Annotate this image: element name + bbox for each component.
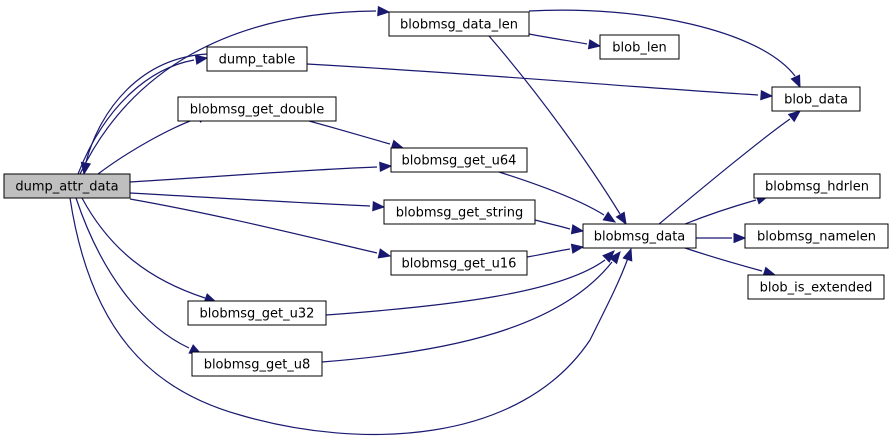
- node-blobmsg-data-len[interactable]: blobmsg_data_len: [388, 11, 530, 37]
- arrow-head: [760, 89, 774, 101]
- node-blob-is-extended[interactable]: blob_is_extended: [747, 274, 885, 300]
- arrow-head: [377, 5, 391, 17]
- edge-dump-attr-data-to-blobmsg-get-u8: [75, 197, 203, 355]
- edge-dump-attr-data-to-blobmsg-get-u16: [129, 198, 392, 259]
- edge-blobmsg-get-double-to-blobmsg-get-u64: [308, 120, 405, 150]
- node-dump-table[interactable]: dump_table: [206, 46, 308, 72]
- edge-blobmsg-data-to-blob-data: [658, 110, 802, 225]
- arrow-head: [587, 39, 602, 50]
- edge-dump-attr-data-to-blobmsg-data-len: [79, 5, 391, 175]
- node-label: blobmsg_data_len: [400, 18, 518, 33]
- node-label: blob_is_extended: [760, 281, 873, 296]
- edge-blobmsg-get-u16-to-blobmsg-data: [526, 243, 585, 258]
- node-blobmsg-hdrlen[interactable]: blobmsg_hdrlen: [753, 173, 881, 199]
- node-label: dump_attr_data: [15, 180, 118, 195]
- edge-blobmsg-data-to-blob-is-extended: [684, 247, 777, 277]
- node-label: blobmsg_data: [594, 230, 686, 245]
- node-label: blobmsg_get_u64: [402, 154, 517, 169]
- edge-dump-attr-data-to-blobmsg-get-u64: [129, 161, 393, 183]
- node-label: blobmsg_get_string: [396, 206, 523, 221]
- node-label: blobmsg_get_u32: [200, 307, 315, 322]
- edge-dump-attr-data-to-dump-table: [77, 54, 209, 175]
- edge-blobmsg-data-len-to-blob-data: [528, 9, 801, 89]
- arrow-head: [377, 248, 392, 259]
- node-blobmsg-get-u16[interactable]: blobmsg_get_u16: [390, 250, 528, 276]
- arrow-head: [790, 74, 801, 89]
- node-blob-data[interactable]: blob_data: [771, 86, 861, 112]
- node-label: blobmsg_get_u8: [204, 358, 311, 373]
- node-label: blobmsg_get_double: [190, 103, 324, 118]
- edge-dump-attr-data-to-blobmsg-get-string: [129, 192, 386, 212]
- arrow-head: [608, 250, 621, 265]
- edges-layer: [69, 5, 802, 436]
- arrow-head: [570, 243, 585, 254]
- arrow-head: [733, 232, 747, 244]
- nodes-layer: dump_attr_data blobmsg_data_len blob_len…: [3, 11, 889, 377]
- arrow-head: [787, 110, 802, 123]
- edge-blobmsg-data-to-blobmsg-hdrlen: [684, 194, 770, 225]
- node-label: blob_len: [612, 41, 666, 56]
- edge-dump-table-to-blob-data: [306, 63, 774, 101]
- node-blobmsg-data[interactable]: blobmsg_data: [582, 223, 697, 249]
- node-blobmsg-get-u8[interactable]: blobmsg_get_u8: [191, 351, 323, 377]
- arrow-head: [194, 54, 209, 65]
- edge-blobmsg-data-len-to-blob-len: [528, 33, 602, 50]
- arrow-head: [615, 211, 627, 226]
- node-blobmsg-get-u64[interactable]: blobmsg_get_u64: [390, 147, 528, 173]
- edge-blobmsg-get-u8-to-blobmsg-data: [321, 250, 621, 363]
- node-blobmsg-get-double[interactable]: blobmsg_get_double: [177, 96, 337, 122]
- arrow-head: [372, 200, 386, 212]
- edge-blobmsg-get-string-to-blobmsg-data: [534, 219, 585, 235]
- edge-dump-attr-data-to-blobmsg-data: [69, 197, 633, 436]
- node-blobmsg-get-string[interactable]: blobmsg_get_string: [383, 199, 536, 225]
- arrow-head: [570, 224, 585, 235]
- node-label: dump_table: [219, 53, 296, 68]
- edge-dump-attr-data-to-blobmsg-get-double: [97, 112, 212, 175]
- edge-blobmsg-data-to-blobmsg-namelen: [695, 232, 747, 244]
- arrow-head: [602, 211, 617, 223]
- edge-dump-table-to-dump-attr-data: [80, 53, 208, 176]
- node-label: blobmsg_namelen: [757, 230, 876, 245]
- edge-dump-attr-data-to-blobmsg-get-u32: [81, 197, 218, 303]
- edge-blobmsg-data-len-to-blobmsg-data: [488, 35, 627, 226]
- edge-blobmsg-get-u64-to-blobmsg-data: [498, 171, 617, 223]
- arrow-head: [379, 161, 393, 173]
- arrow-head: [80, 161, 92, 176]
- node-label: blobmsg_get_u16: [402, 257, 517, 272]
- node-label: blobmsg_hdrlen: [765, 180, 869, 195]
- node-blobmsg-get-u32[interactable]: blobmsg_get_u32: [187, 300, 327, 326]
- node-dump-attr-data[interactable]: dump_attr_data: [3, 173, 131, 199]
- node-blob-len[interactable]: blob_len: [599, 34, 680, 60]
- node-blobmsg-namelen[interactable]: blobmsg_namelen: [744, 223, 889, 249]
- arrow-head: [622, 247, 633, 262]
- node-label: blob_data: [784, 93, 848, 108]
